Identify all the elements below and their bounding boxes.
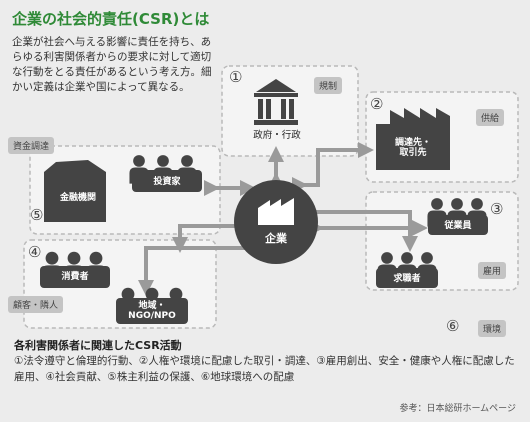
- investor-label: 投資家: [153, 177, 181, 187]
- investor-icons: [129, 155, 202, 192]
- community-label: 地域・ NGO/NPO: [128, 301, 176, 321]
- government-label: 政府・行政: [253, 130, 301, 141]
- government-number: ①: [229, 68, 243, 86]
- source-note: 参考：日本総研ホームページ: [399, 404, 516, 414]
- page-title: 企業の社会的責任(CSR)とは: [12, 10, 210, 28]
- consumer-number: ④: [28, 243, 42, 261]
- arrow-community: [138, 246, 250, 296]
- arrow-supplier: [292, 142, 374, 193]
- activities-text: ①法令遵守と倫理的行動、②人権や環境に配慮した取引・調達、③雇用創出、安全・健康…: [14, 355, 515, 383]
- employee-label: 従業員: [444, 221, 472, 231]
- company-node: [234, 180, 318, 264]
- employee-tag: 雇用: [478, 262, 507, 279]
- bank-label: 金融機関: [59, 193, 96, 203]
- environment-tag: 環境: [478, 320, 507, 337]
- bank-building: [44, 160, 106, 222]
- employee-number: ③: [490, 200, 504, 218]
- applicant-icons: [376, 252, 438, 288]
- consumer-tag: 顧客・隣人: [8, 296, 64, 313]
- consumer-icons: [40, 251, 110, 288]
- intro-text: 企業が社会へ与える影響に責任を持ち、あらゆる利害関係者からの要求に対して適切な行…: [12, 36, 212, 93]
- community-icons: [116, 287, 188, 324]
- activities-heading: 各利害関係者に関連したCSR活動: [14, 339, 182, 352]
- company-label: 企業: [265, 232, 287, 245]
- supplier-label: 調達先・ 取引先: [394, 138, 431, 158]
- employee-icons: [427, 198, 488, 235]
- government-tag: 規制: [314, 77, 343, 94]
- environment-number: ⑥: [446, 317, 460, 335]
- applicant-label: 求職者: [393, 274, 421, 284]
- supplier-tag: 供給: [476, 109, 505, 126]
- arrow-consumer: [172, 224, 244, 253]
- consumer-label: 消費者: [61, 272, 89, 282]
- government-building: [254, 79, 298, 125]
- supplier-number: ②: [370, 95, 384, 113]
- relation-arrows: [138, 142, 428, 296]
- finance-tag: 資金調達: [8, 137, 55, 154]
- supplier-factory: [376, 108, 450, 170]
- finance-number: ⑤: [30, 206, 44, 224]
